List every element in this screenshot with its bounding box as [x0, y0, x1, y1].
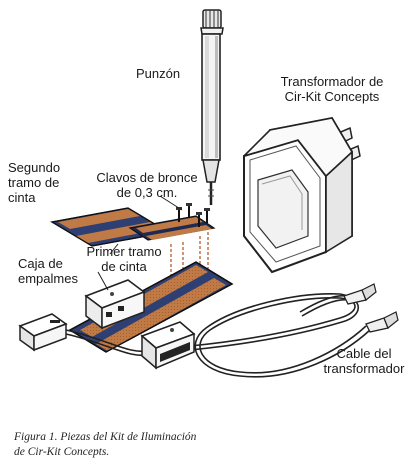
- label-junction-box-line2: empalmes: [18, 271, 78, 286]
- label-transformer-line2: Cir-Kit Concepts: [284, 89, 380, 104]
- label-transformer: Transformador de Cir-Kit Concepts: [262, 74, 402, 104]
- label-second-tape-line3: cinta: [8, 190, 36, 205]
- label-cable-line1: Cable del: [336, 346, 392, 361]
- label-junction-box-line1: Caja de: [18, 256, 63, 271]
- label-first-tape-line2: de cinta: [101, 259, 147, 274]
- tape-connector-piece: [128, 215, 216, 241]
- spade-terminals: [343, 283, 399, 333]
- awl-tool: [200, 9, 224, 205]
- transformer: [243, 116, 361, 274]
- cable-plug: [18, 313, 68, 352]
- figure-caption: Figura 1. Piezas del Kit de Iluminación …: [14, 430, 314, 460]
- label-brass-nails-line2: de 0,3 cm.: [116, 185, 178, 200]
- label-junction-box: Caja de empalmes: [18, 256, 88, 286]
- label-first-tape-line1: Primer tramo: [86, 244, 162, 259]
- label-second-tape: Segundo tramo de cinta: [8, 160, 80, 205]
- label-transformer-line1: Transformador de: [280, 74, 384, 89]
- label-second-tape-line2: tramo de: [8, 175, 60, 190]
- tape-connector-box: [140, 321, 196, 370]
- label-second-tape-line1: Segundo: [8, 160, 61, 175]
- label-cable: Cable del transformador: [316, 346, 412, 376]
- label-brass-nails: Clavos de bronce de 0,3 cm.: [82, 170, 212, 200]
- label-first-tape: Primer tramo de cinta: [74, 244, 174, 274]
- label-pointers: [97, 195, 183, 291]
- figure-caption-line1: Figura 1. Piezas del Kit de Iluminación: [14, 431, 197, 443]
- label-brass-nails-line1: Clavos de bronce: [96, 170, 198, 185]
- figure-caption-line2: de Cir-Kit Concepts.: [14, 446, 110, 458]
- label-awl-text: Punzón: [135, 66, 181, 81]
- junction-box: [84, 279, 146, 330]
- label-awl: Punzón: [118, 66, 198, 81]
- label-cable-line2: transformador: [323, 361, 405, 376]
